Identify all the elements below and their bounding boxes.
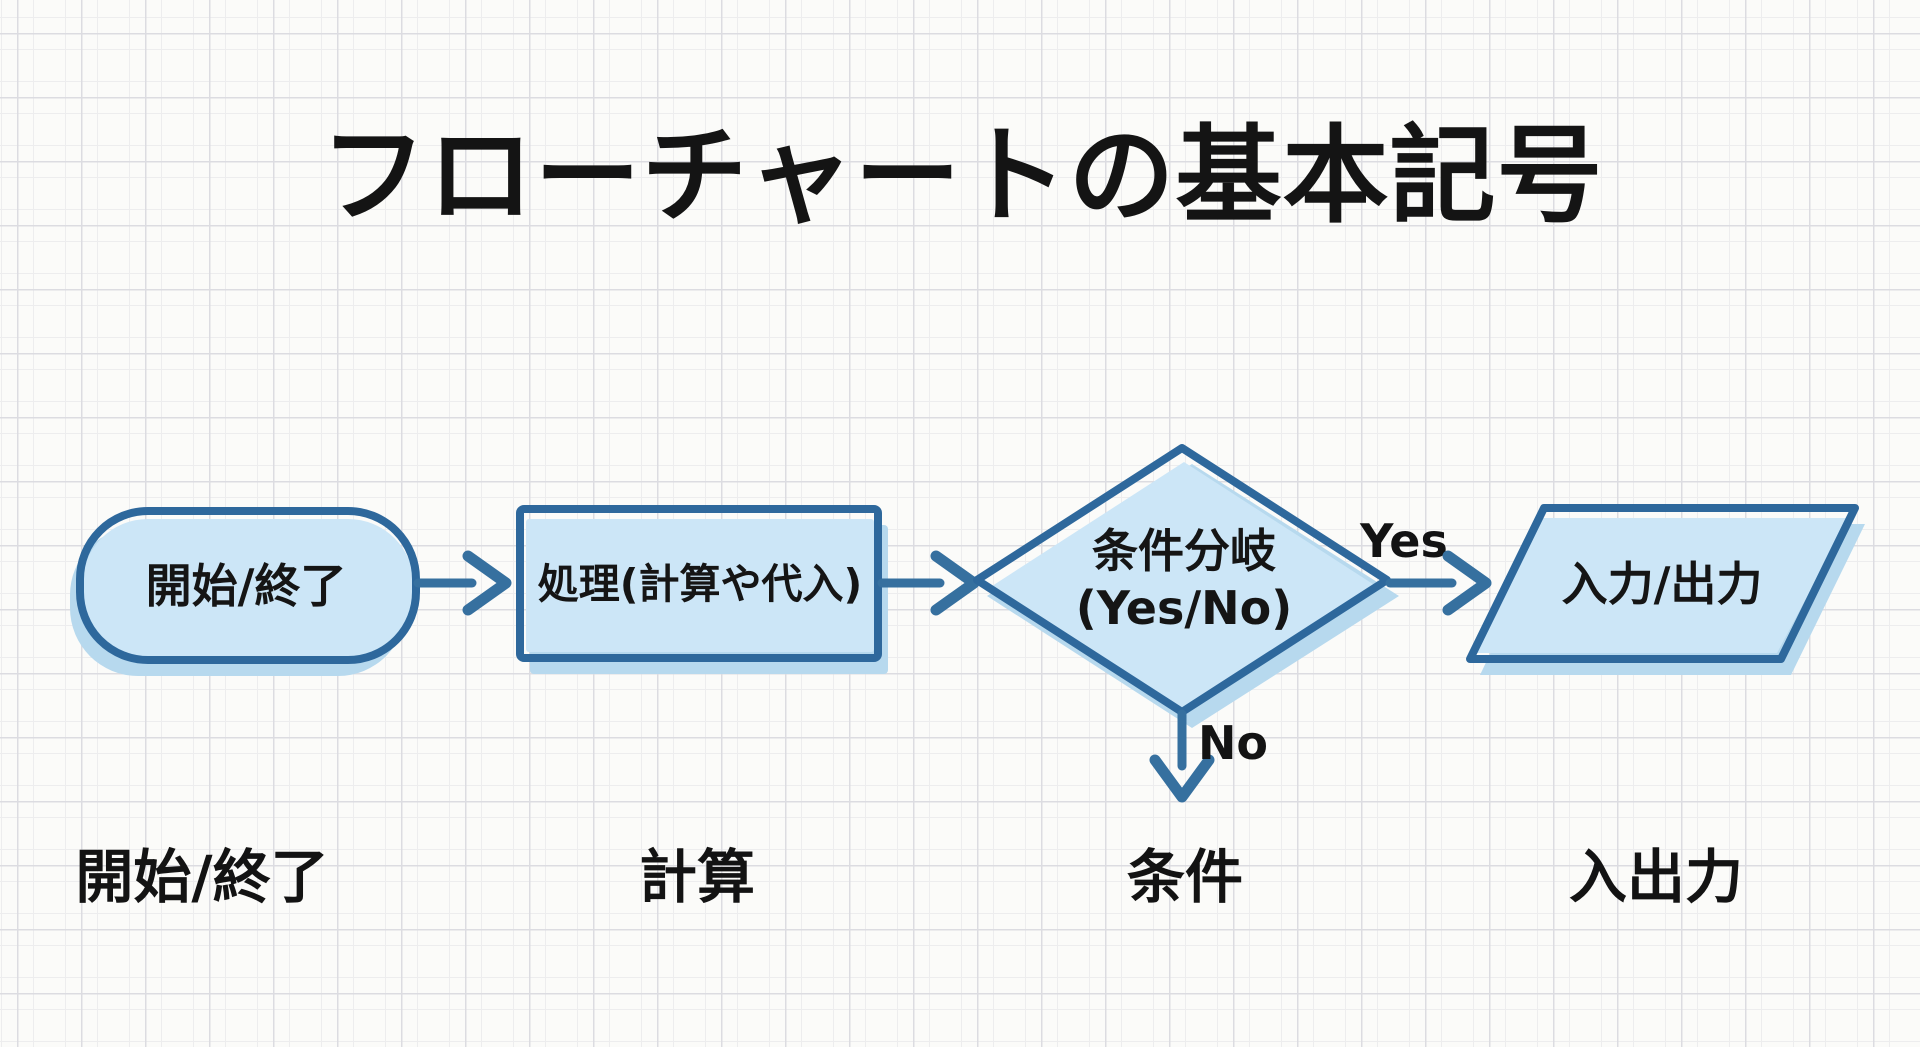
caption-io: 入出力 <box>1569 843 1743 911</box>
arrow-head-icon <box>930 550 980 616</box>
arrow-head-icon <box>1442 550 1492 616</box>
caption-decision: 条件 <box>1127 843 1243 911</box>
node-io: 入力/出力 <box>1466 504 1865 675</box>
io-outline <box>1466 504 1859 663</box>
caption-terminator: 開始/終了 <box>75 843 328 911</box>
yes-edge-label: Yes <box>1359 514 1448 568</box>
decision-label-line2: (Yes/No) <box>1076 581 1293 635</box>
arrow-process-to-decision <box>877 550 980 616</box>
node-decision: 条件分岐 (Yes/No) <box>973 444 1399 728</box>
node-process: 処理(計算や代入) <box>516 505 888 674</box>
process-label: 処理(計算や代入) <box>538 560 862 608</box>
arrow-head-icon <box>462 550 512 616</box>
terminator-label: 開始/終了 <box>146 559 347 613</box>
caption-process: 計算 <box>639 843 755 911</box>
io-fill <box>1472 518 1849 653</box>
arrow-head-icon <box>1149 754 1215 803</box>
terminator-fill <box>82 519 414 664</box>
decision-label-line1: 条件分岐 <box>1092 524 1276 578</box>
arrow-decision-to-io: Yes <box>1359 514 1492 616</box>
caption-row: 開始/終了 計算 条件 入出力 <box>75 843 1743 911</box>
no-edge-label: No <box>1198 716 1268 770</box>
io-label: 入力/出力 <box>1562 557 1763 611</box>
page-title: フローチャートの基本記号 <box>321 115 1604 238</box>
arrow-terminator-to-process <box>413 550 512 616</box>
node-terminator: 開始/終了 <box>70 507 420 676</box>
arrow-decision-no: No <box>1149 709 1268 803</box>
process-fill <box>526 519 874 652</box>
